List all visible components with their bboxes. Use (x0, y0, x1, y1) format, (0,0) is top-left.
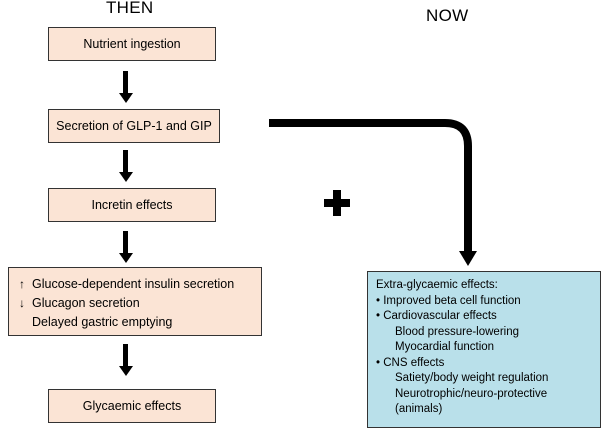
extra-items-list: • Improved beta cell function • Cardiovas… (376, 294, 600, 418)
effect-text: Glucose-dependent insulin secretion (32, 277, 235, 291)
plus-icon (324, 190, 350, 216)
extra-title: Extra-glycaemic effects: (376, 279, 498, 291)
extra-bullet-item: • Cardiovascular effects (376, 310, 497, 322)
down-arrow-icon: ↓ (19, 296, 25, 310)
arrow-down-1 (123, 71, 128, 93)
extra-sub-item: (animals) (395, 403, 443, 415)
arrow-down-2 (123, 150, 128, 172)
extra-sub-item: Satiety/body weight regulation (395, 372, 549, 384)
effect-row: Delayed gastric emptying (19, 313, 261, 332)
glycaemic-effects-box: Glycaemic effects (48, 389, 216, 423)
incretin-effects-detail-box: ↑ Glucose-dependent insulin secretion ↓ … (8, 267, 262, 336)
secretion-box: Secretion of GLP-1 and GIP (48, 109, 220, 143)
extra-sub-item: Blood pressure-lowering (395, 325, 520, 338)
extra-bullet-item: • Improved beta cell function (376, 294, 521, 307)
extra-bullet-item: • CNS effects (376, 356, 445, 369)
extra-sub-item: Neurotrophic/neuro-protective (395, 387, 548, 400)
effect-row: ↑ Glucose-dependent insulin secretion (19, 275, 261, 294)
incretin-effects-box: Incretin effects (48, 188, 216, 222)
now-heading: NOW (426, 6, 469, 25)
effect-text: Delayed gastric emptying (32, 315, 173, 329)
effect-row: ↓ Glucagon secretion (19, 294, 261, 313)
effect-text: Glucagon secretion (32, 296, 140, 310)
extra-sub-item: Myocardial function (395, 341, 495, 353)
arrow-down-3 (123, 231, 128, 253)
arrow-down-4 (123, 344, 128, 366)
then-heading: THEN (106, 0, 154, 17)
nutrient-ingestion-box: Nutrient ingestion (48, 27, 216, 61)
extra-glycaemic-box: Extra-glycaemic effects: • Improved beta… (367, 271, 601, 428)
up-arrow-icon: ↑ (19, 277, 25, 291)
